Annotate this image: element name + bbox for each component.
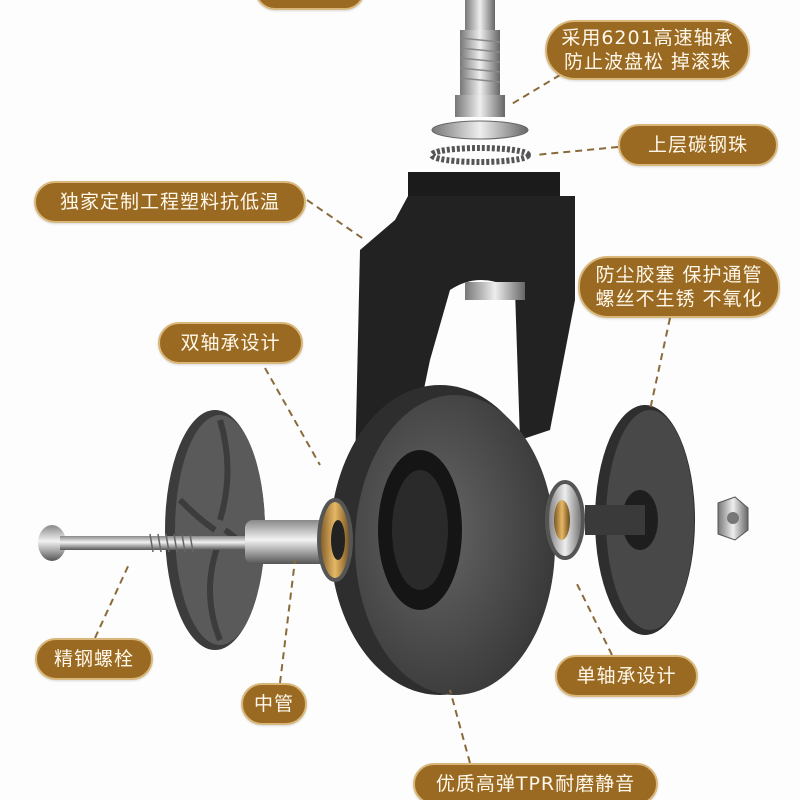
- label-dust-cap: 防尘胶塞 保护通管 螺丝不生锈 不氧化: [578, 256, 780, 318]
- label-middle-tube: 中管: [241, 683, 307, 725]
- label-bearing: 采用6201高速轴承 防止波盘松 掉滚珠: [545, 20, 750, 80]
- label-double-bearing: 双轴承设计: [158, 322, 303, 364]
- tpr-wheel: [330, 385, 555, 695]
- label-bolt: 精钢螺栓: [35, 638, 153, 680]
- label-dust-cap-line2: 螺丝不生锈 不氧化: [595, 288, 763, 310]
- right-dust-cap: [585, 405, 695, 635]
- right-bearing: [545, 480, 585, 560]
- label-bearing-line2: 防止波盘松 掉滚珠: [563, 51, 732, 73]
- left-bearing: [317, 498, 353, 582]
- hex-nut: [717, 496, 749, 541]
- label-single-bearing: 单轴承设计: [555, 655, 698, 697]
- left-dust-cap: [165, 410, 265, 650]
- leader-lines: [94, 74, 671, 764]
- steel-ball-ring: [429, 145, 531, 165]
- label-tpr: 优质高弹TPR耐磨静音: [413, 763, 658, 800]
- label-bearing-line1: 采用6201高速轴承: [561, 27, 734, 49]
- label-top-cut: [255, 0, 365, 10]
- label-plastic: 独家定制工程塑料抗低温: [34, 181, 306, 223]
- label-steel-balls: 上层碳钢珠: [618, 124, 778, 166]
- label-dust-cap-line1: 防尘胶塞 保护通管: [595, 264, 763, 286]
- threaded-stem: [431, 0, 529, 140]
- steel-bolt: [38, 520, 330, 564]
